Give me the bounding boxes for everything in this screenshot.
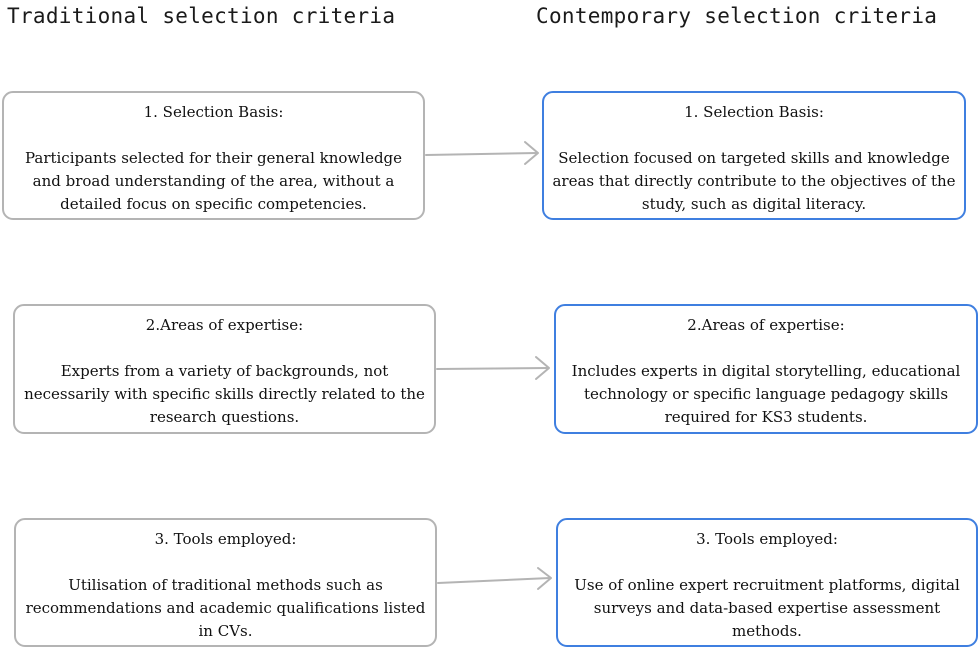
arrow-row-2 — [436, 356, 550, 380]
box-description: Utilisation of traditional methods such … — [25, 576, 426, 640]
box-heading: 3. Tools employed: — [696, 530, 838, 548]
traditional-column-title: Traditional selection criteria — [7, 4, 396, 28]
arrow-row-1 — [425, 141, 539, 165]
box-heading: 2.Areas of expertise: — [687, 316, 845, 334]
box-description: Participants selected for their general … — [24, 149, 403, 213]
box-heading: 1. Selection Basis: — [684, 103, 824, 121]
box-heading: 2.Areas of expertise: — [145, 316, 304, 334]
box-description: Includes experts in digital storytelling… — [571, 362, 961, 426]
contemporary-box-tools-employed: 3. Tools employed: Use of online expert … — [556, 518, 978, 647]
traditional-box-selection-basis: 1. Selection Basis: Participants selecte… — [2, 91, 425, 220]
contemporary-box-areas-of-expertise: 2.Areas of expertise: Includes experts i… — [554, 304, 978, 434]
arrow-row-3 — [437, 567, 552, 590]
box-description: Selection focused on targeted skills and… — [552, 149, 956, 213]
traditional-box-tools-employed: 3. Tools employed: Utilisation of tradit… — [14, 518, 437, 647]
box-heading: 1. Selection Basis: — [143, 103, 284, 121]
contemporary-column-title: Contemporary selection criteria — [536, 4, 938, 28]
traditional-box-areas-of-expertise: 2.Areas of expertise: Experts from a var… — [13, 304, 436, 434]
contemporary-box-selection-basis: 1. Selection Basis: Selection focused on… — [542, 91, 966, 220]
box-heading: 3. Tools employed: — [154, 530, 297, 548]
box-description: Experts from a variety of backgrounds, n… — [24, 362, 425, 426]
box-description: Use of online expert recruitment platfor… — [574, 576, 960, 640]
